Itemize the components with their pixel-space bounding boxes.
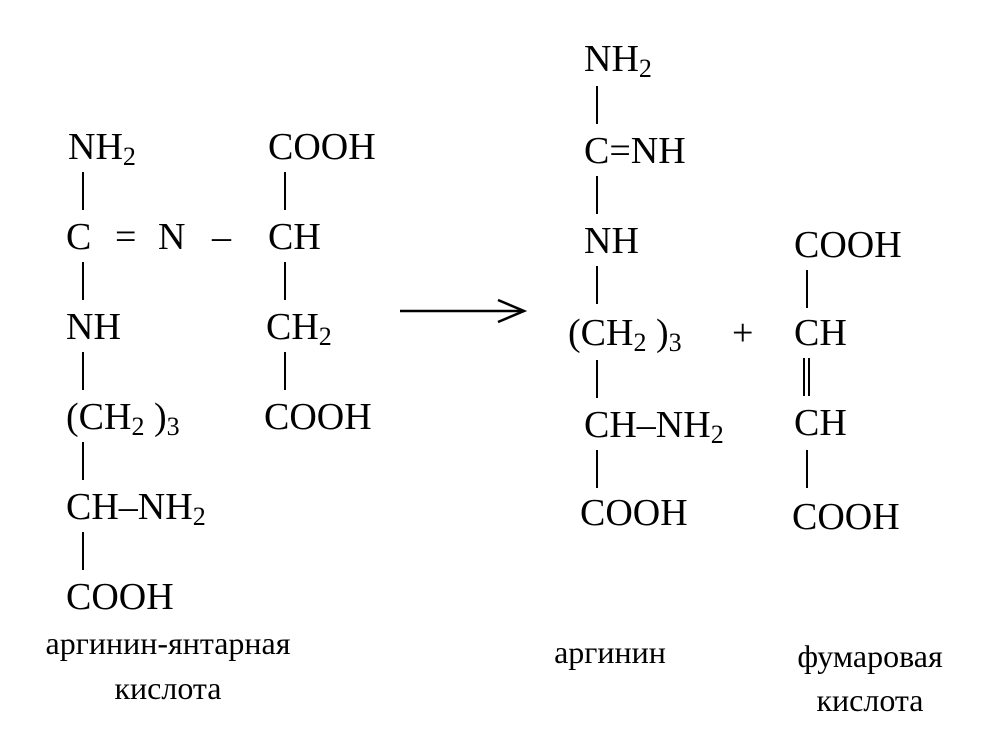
arginine-c-nh: C=NH bbox=[584, 130, 686, 172]
reactant-nh: NH bbox=[66, 306, 121, 348]
bond-chain-ch bbox=[82, 442, 84, 480]
reactant-ch-nh2: CH–NH2 bbox=[66, 486, 206, 531]
bond-cooh-ch bbox=[806, 270, 808, 308]
arginine-nh: NH bbox=[584, 220, 639, 262]
arginine-ch2-chain: (CH2 )3 bbox=[568, 312, 682, 357]
reactant-name-line1: аргинин-янтарная bbox=[45, 625, 291, 661]
fumaric-cooh-bottom: COOH bbox=[792, 496, 900, 538]
fumaric-name-line2: кислота bbox=[816, 682, 924, 718]
fumaric-ch-top: CH bbox=[794, 312, 847, 354]
reactant-ch2-right: CH2 bbox=[266, 306, 332, 351]
arginine-cooh: COOH bbox=[580, 492, 688, 534]
double-bond-ch-ch bbox=[803, 358, 810, 396]
bond-nh-chain bbox=[596, 266, 598, 304]
bond-ch-cooh-bottom bbox=[82, 532, 84, 570]
bond-ch2-cooh bbox=[284, 352, 286, 390]
bond-c-nh bbox=[82, 262, 84, 300]
double-bond-sign: = bbox=[115, 216, 137, 258]
bond-ch-ch2 bbox=[284, 262, 286, 300]
reactant-nh2: NH2 bbox=[68, 126, 136, 171]
bond-ch-cooh bbox=[596, 450, 598, 488]
arginine-ch-nh2: CH–NH2 bbox=[584, 404, 724, 449]
bond-c-nh bbox=[596, 176, 598, 214]
reactant-cooh-bottom: COOH bbox=[66, 576, 174, 618]
reactant-nitrogen: N bbox=[158, 216, 186, 258]
reaction-arrow-icon bbox=[400, 298, 528, 324]
arginine-name: аргинин bbox=[554, 634, 666, 670]
reactant-cooh-right: COOH bbox=[264, 396, 372, 438]
bond-nh2-c bbox=[596, 86, 598, 124]
single-bond-dash: – bbox=[212, 216, 231, 258]
reactant-name-line2: кислота bbox=[114, 670, 222, 706]
bond-nh2-c bbox=[82, 172, 84, 210]
bond-nh-ch2chain bbox=[82, 352, 84, 390]
reactant-ch-center: CH bbox=[268, 216, 321, 258]
bond-cooh-ch bbox=[284, 172, 286, 210]
bond-ch-cooh bbox=[806, 450, 808, 488]
fumaric-ch-bottom: CH bbox=[794, 402, 847, 444]
reactant-ch2-chain: (CH2 )3 bbox=[66, 396, 180, 441]
plus-sign: + bbox=[732, 312, 754, 354]
fumaric-cooh-top: COOH bbox=[794, 224, 902, 266]
bond-chain-ch bbox=[596, 360, 598, 398]
reactant-cooh-top: COOH bbox=[268, 126, 376, 168]
reactant-carbon: C bbox=[66, 216, 92, 258]
arginine-nh2: NH2 bbox=[584, 38, 652, 83]
fumaric-name-line1: фумаровая bbox=[797, 638, 943, 674]
